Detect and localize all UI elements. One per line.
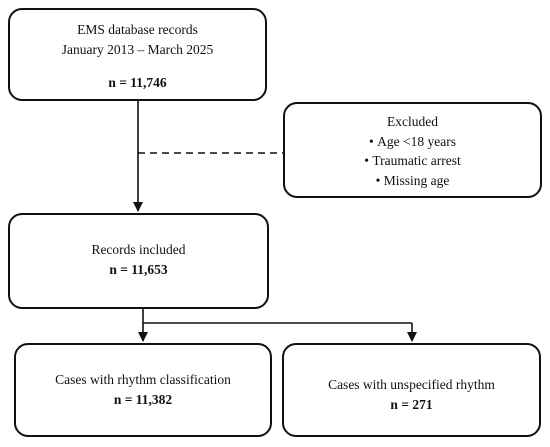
box-records-included: Records included n = 11,653 bbox=[8, 213, 269, 309]
box-rhythm-classification: Cases with rhythm classification n = 11,… bbox=[14, 343, 272, 437]
box-ems-records: EMS database records January 2013 – Marc… bbox=[8, 8, 267, 101]
classified-title: Cases with rhythm classification bbox=[55, 372, 231, 387]
box-unspecified-rhythm: Cases with unspecified rhythm n = 271 bbox=[282, 343, 541, 437]
unspecified-title: Cases with unspecified rhythm bbox=[328, 377, 495, 392]
source-count: n = 11,746 bbox=[108, 75, 167, 91]
included-count: n = 11,653 bbox=[109, 261, 168, 277]
source-title: EMS database records bbox=[77, 22, 198, 37]
included-title: Records included bbox=[91, 242, 186, 257]
classified-count: n = 11,382 bbox=[113, 391, 173, 407]
exclusion-criterion-age: Age <18 years bbox=[285, 132, 540, 152]
exclusion-criterion-missing-age: Missing age bbox=[285, 171, 540, 191]
exclusion-criterion-trauma: Traumatic arrest bbox=[285, 151, 540, 171]
source-date-range: January 2013 – March 2025 bbox=[61, 41, 214, 57]
exclusion-criteria-list: Age <18 years Traumatic arrest Missing a… bbox=[285, 132, 540, 191]
box-excluded: Excluded Age <18 years Traumatic arrest … bbox=[283, 102, 542, 198]
excluded-title: Excluded bbox=[387, 114, 438, 129]
unspecified-count: n = 271 bbox=[390, 396, 433, 412]
